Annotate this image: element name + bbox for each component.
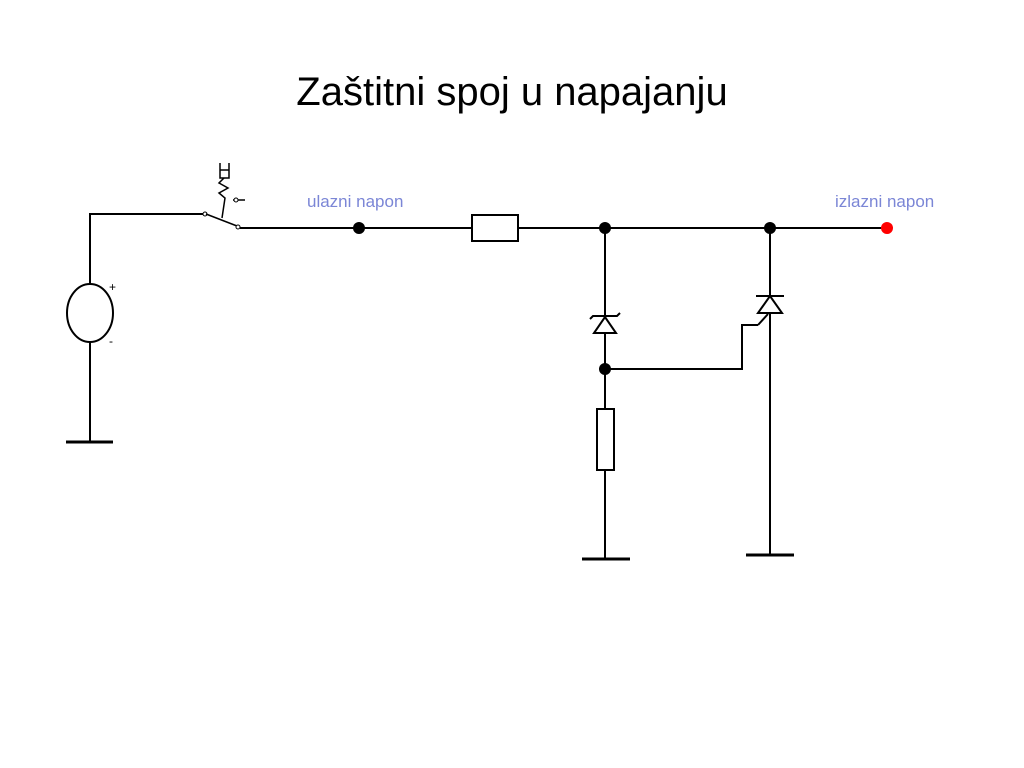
zener-diode-symbol bbox=[589, 312, 621, 334]
input-node bbox=[353, 222, 365, 234]
source-minus-sign: - bbox=[109, 334, 113, 348]
voltage-source-symbol: + - bbox=[66, 280, 116, 348]
source-wiring bbox=[89, 213, 205, 442]
output-terminal bbox=[881, 222, 893, 234]
switch-symbol bbox=[202, 163, 245, 230]
thyristor-branch bbox=[746, 222, 794, 557]
thyristor-symbol bbox=[756, 294, 784, 326]
input-voltage-label: ulazni napon bbox=[307, 192, 403, 211]
output-voltage-label: izlazni napon bbox=[835, 192, 934, 211]
resistor-symbol bbox=[596, 408, 615, 471]
gate-wire bbox=[605, 324, 758, 370]
zener-branch bbox=[582, 222, 630, 561]
slide-title: Zaštitni spoj u napajanju bbox=[296, 70, 728, 114]
source-plus-sign: + bbox=[109, 280, 116, 294]
fuse-symbol bbox=[471, 214, 519, 242]
